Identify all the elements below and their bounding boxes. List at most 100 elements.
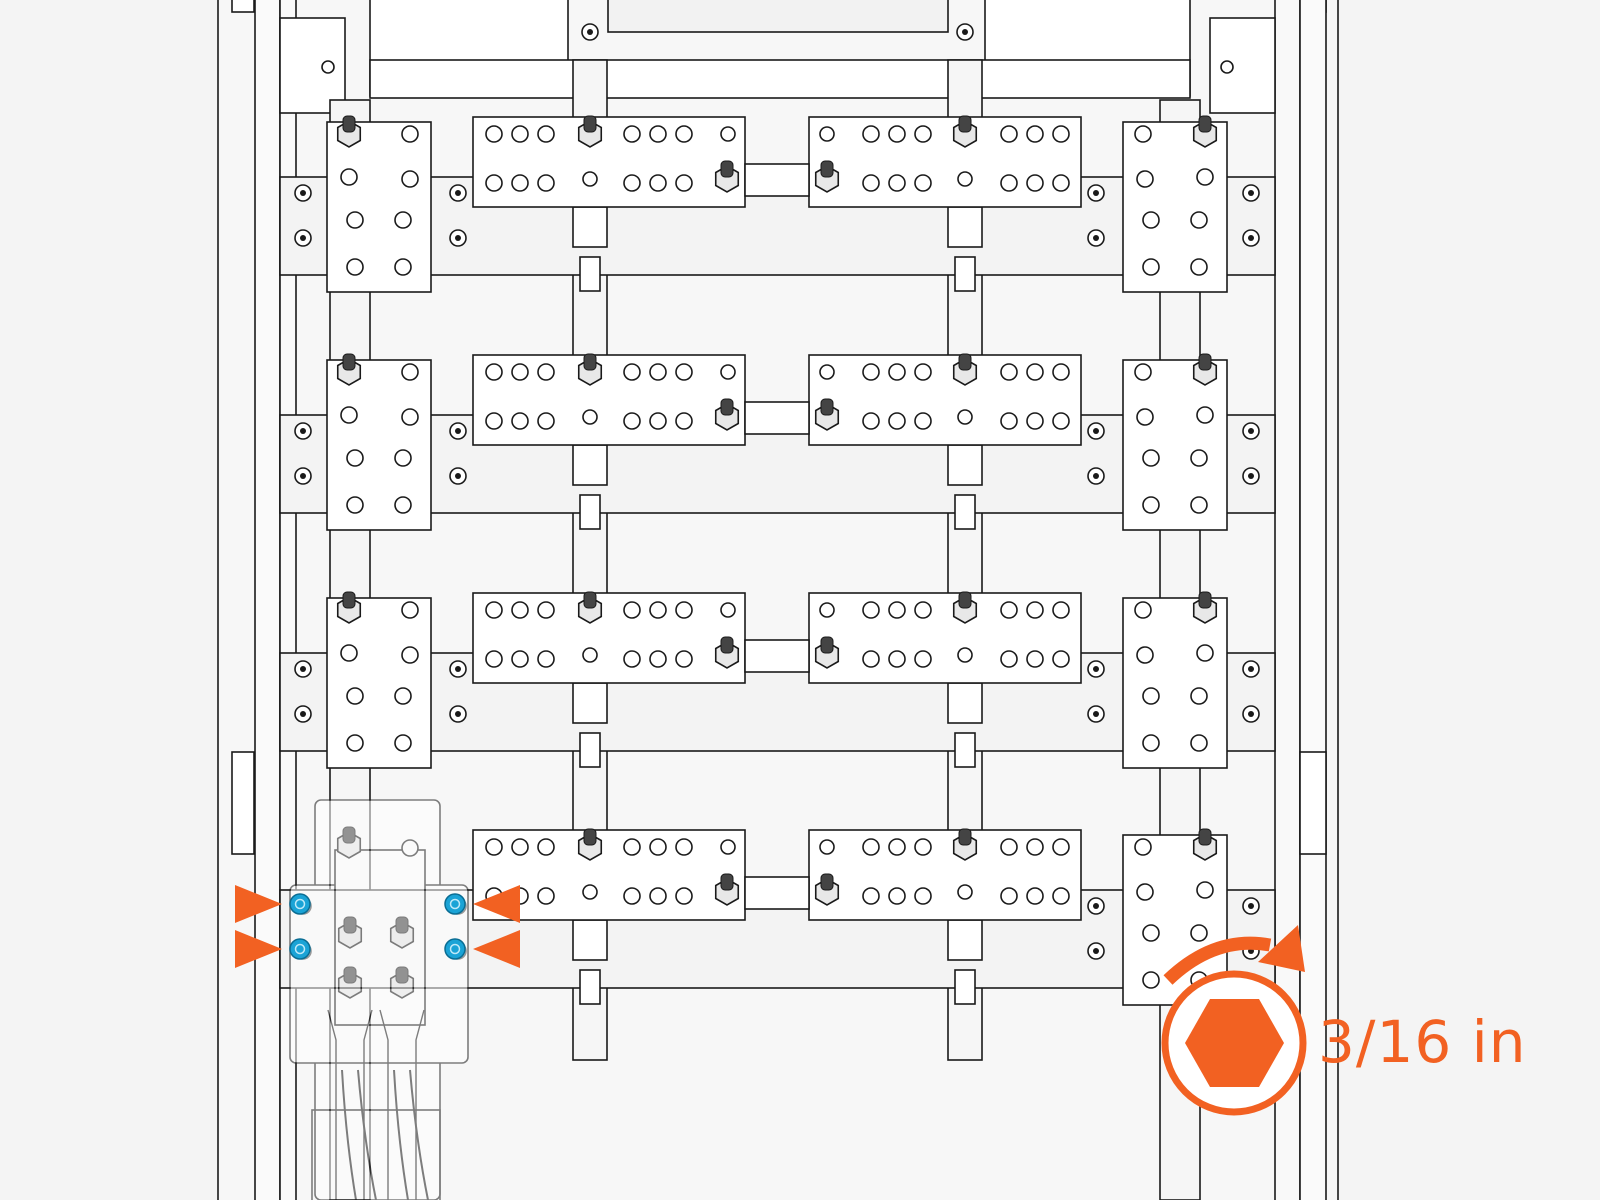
bolt bbox=[294, 184, 312, 202]
busbar-hole bbox=[862, 125, 880, 143]
cable-lug bbox=[327, 1009, 373, 1200]
stud-nut bbox=[814, 160, 840, 193]
screw bbox=[321, 60, 335, 74]
stud-nut bbox=[336, 353, 362, 386]
stud-nut bbox=[1192, 115, 1218, 148]
stud-thread bbox=[343, 966, 357, 984]
stud-nut bbox=[337, 916, 363, 949]
block-hole bbox=[1190, 496, 1208, 514]
bolt-head bbox=[1134, 125, 1152, 143]
screw bbox=[1220, 60, 1234, 74]
tool-callout bbox=[1161, 925, 1307, 1116]
block-hole bbox=[346, 258, 364, 276]
busbar bbox=[808, 116, 1082, 208]
hex-key-icon bbox=[1185, 999, 1284, 1087]
arrow-pointer-icon bbox=[473, 885, 520, 923]
busbar-hole bbox=[675, 174, 693, 192]
stud-nut bbox=[814, 398, 840, 431]
block-hole bbox=[1136, 408, 1154, 426]
stud-thread bbox=[395, 966, 409, 984]
clip bbox=[579, 494, 601, 530]
busbar-hole bbox=[1052, 412, 1070, 430]
clip bbox=[954, 256, 976, 292]
block-hole bbox=[401, 170, 419, 188]
bolt-center bbox=[962, 29, 968, 35]
stud-thread bbox=[958, 591, 972, 609]
stud-nut bbox=[577, 353, 603, 386]
block-hole bbox=[394, 734, 412, 752]
bolt-head bbox=[582, 647, 598, 663]
bolt bbox=[449, 422, 467, 440]
bolt bbox=[294, 229, 312, 247]
stud-thread bbox=[583, 591, 597, 609]
busbar-hole bbox=[1026, 838, 1044, 856]
stud-thread bbox=[342, 353, 356, 371]
terminal-block-left bbox=[326, 359, 432, 531]
highlighted-nut-center bbox=[294, 943, 306, 955]
stud-thread bbox=[820, 160, 834, 178]
block-hole bbox=[1142, 924, 1160, 942]
bolt bbox=[294, 705, 312, 723]
block-hole bbox=[1142, 687, 1160, 705]
highlighted-nut-center bbox=[449, 943, 461, 955]
terminal-block-right bbox=[1122, 121, 1228, 293]
stud-thread bbox=[583, 115, 597, 133]
block-hole bbox=[1190, 211, 1208, 229]
top-crossbar bbox=[369, 59, 1191, 99]
bolt bbox=[1242, 184, 1260, 202]
busbar-hole bbox=[675, 412, 693, 430]
busbar-hole bbox=[1052, 887, 1070, 905]
stud-nut bbox=[577, 828, 603, 861]
busbar-hole bbox=[649, 174, 667, 192]
busbar-hole bbox=[1026, 650, 1044, 668]
clip bbox=[579, 256, 601, 292]
busbar-hole bbox=[649, 838, 667, 856]
frame-tab-left bbox=[231, 0, 255, 13]
bolt bbox=[449, 229, 467, 247]
stud-nut bbox=[814, 636, 840, 669]
bolt bbox=[581, 23, 599, 41]
standoff bbox=[572, 682, 608, 724]
busbar-row-2 bbox=[279, 353, 1276, 531]
bolt bbox=[1242, 422, 1260, 440]
bolt-head bbox=[401, 125, 419, 143]
stud-nut bbox=[336, 115, 362, 148]
bolt bbox=[449, 184, 467, 202]
busbar-hole bbox=[862, 363, 880, 381]
bolt-center bbox=[455, 235, 461, 241]
terminal-block-right bbox=[1122, 359, 1228, 531]
block-hole bbox=[1136, 646, 1154, 664]
busbar-hole bbox=[623, 838, 641, 856]
block-hole bbox=[346, 496, 364, 514]
block-hole bbox=[401, 646, 419, 664]
bolt-center bbox=[1093, 235, 1099, 241]
bolt-head bbox=[819, 126, 835, 142]
bolt-center bbox=[1248, 235, 1254, 241]
busbar-hole bbox=[914, 412, 932, 430]
block-hole bbox=[346, 734, 364, 752]
bolt bbox=[1087, 422, 1105, 440]
busbar-hole bbox=[511, 412, 529, 430]
highlighted-nut-icon bbox=[289, 938, 311, 960]
busbar-hole bbox=[649, 650, 667, 668]
block-hole bbox=[394, 449, 412, 467]
stud-thread bbox=[958, 115, 972, 133]
left-upright bbox=[254, 0, 281, 1200]
busbar-hole bbox=[888, 838, 906, 856]
cable-lug bbox=[379, 1009, 425, 1200]
busbar-hole bbox=[914, 838, 932, 856]
bolt-center bbox=[455, 666, 461, 672]
stud-thread bbox=[958, 353, 972, 371]
block-hole bbox=[1190, 734, 1208, 752]
bolt-head bbox=[819, 364, 835, 380]
busbar-link bbox=[744, 639, 810, 673]
block-hole bbox=[1142, 211, 1160, 229]
busbar-hole bbox=[649, 412, 667, 430]
busbar-hole bbox=[537, 838, 555, 856]
bolt-center bbox=[300, 666, 306, 672]
stud-thread bbox=[342, 591, 356, 609]
corner-plate-right bbox=[1209, 17, 1276, 114]
stud-nut bbox=[714, 398, 740, 431]
stud-nut bbox=[577, 115, 603, 148]
